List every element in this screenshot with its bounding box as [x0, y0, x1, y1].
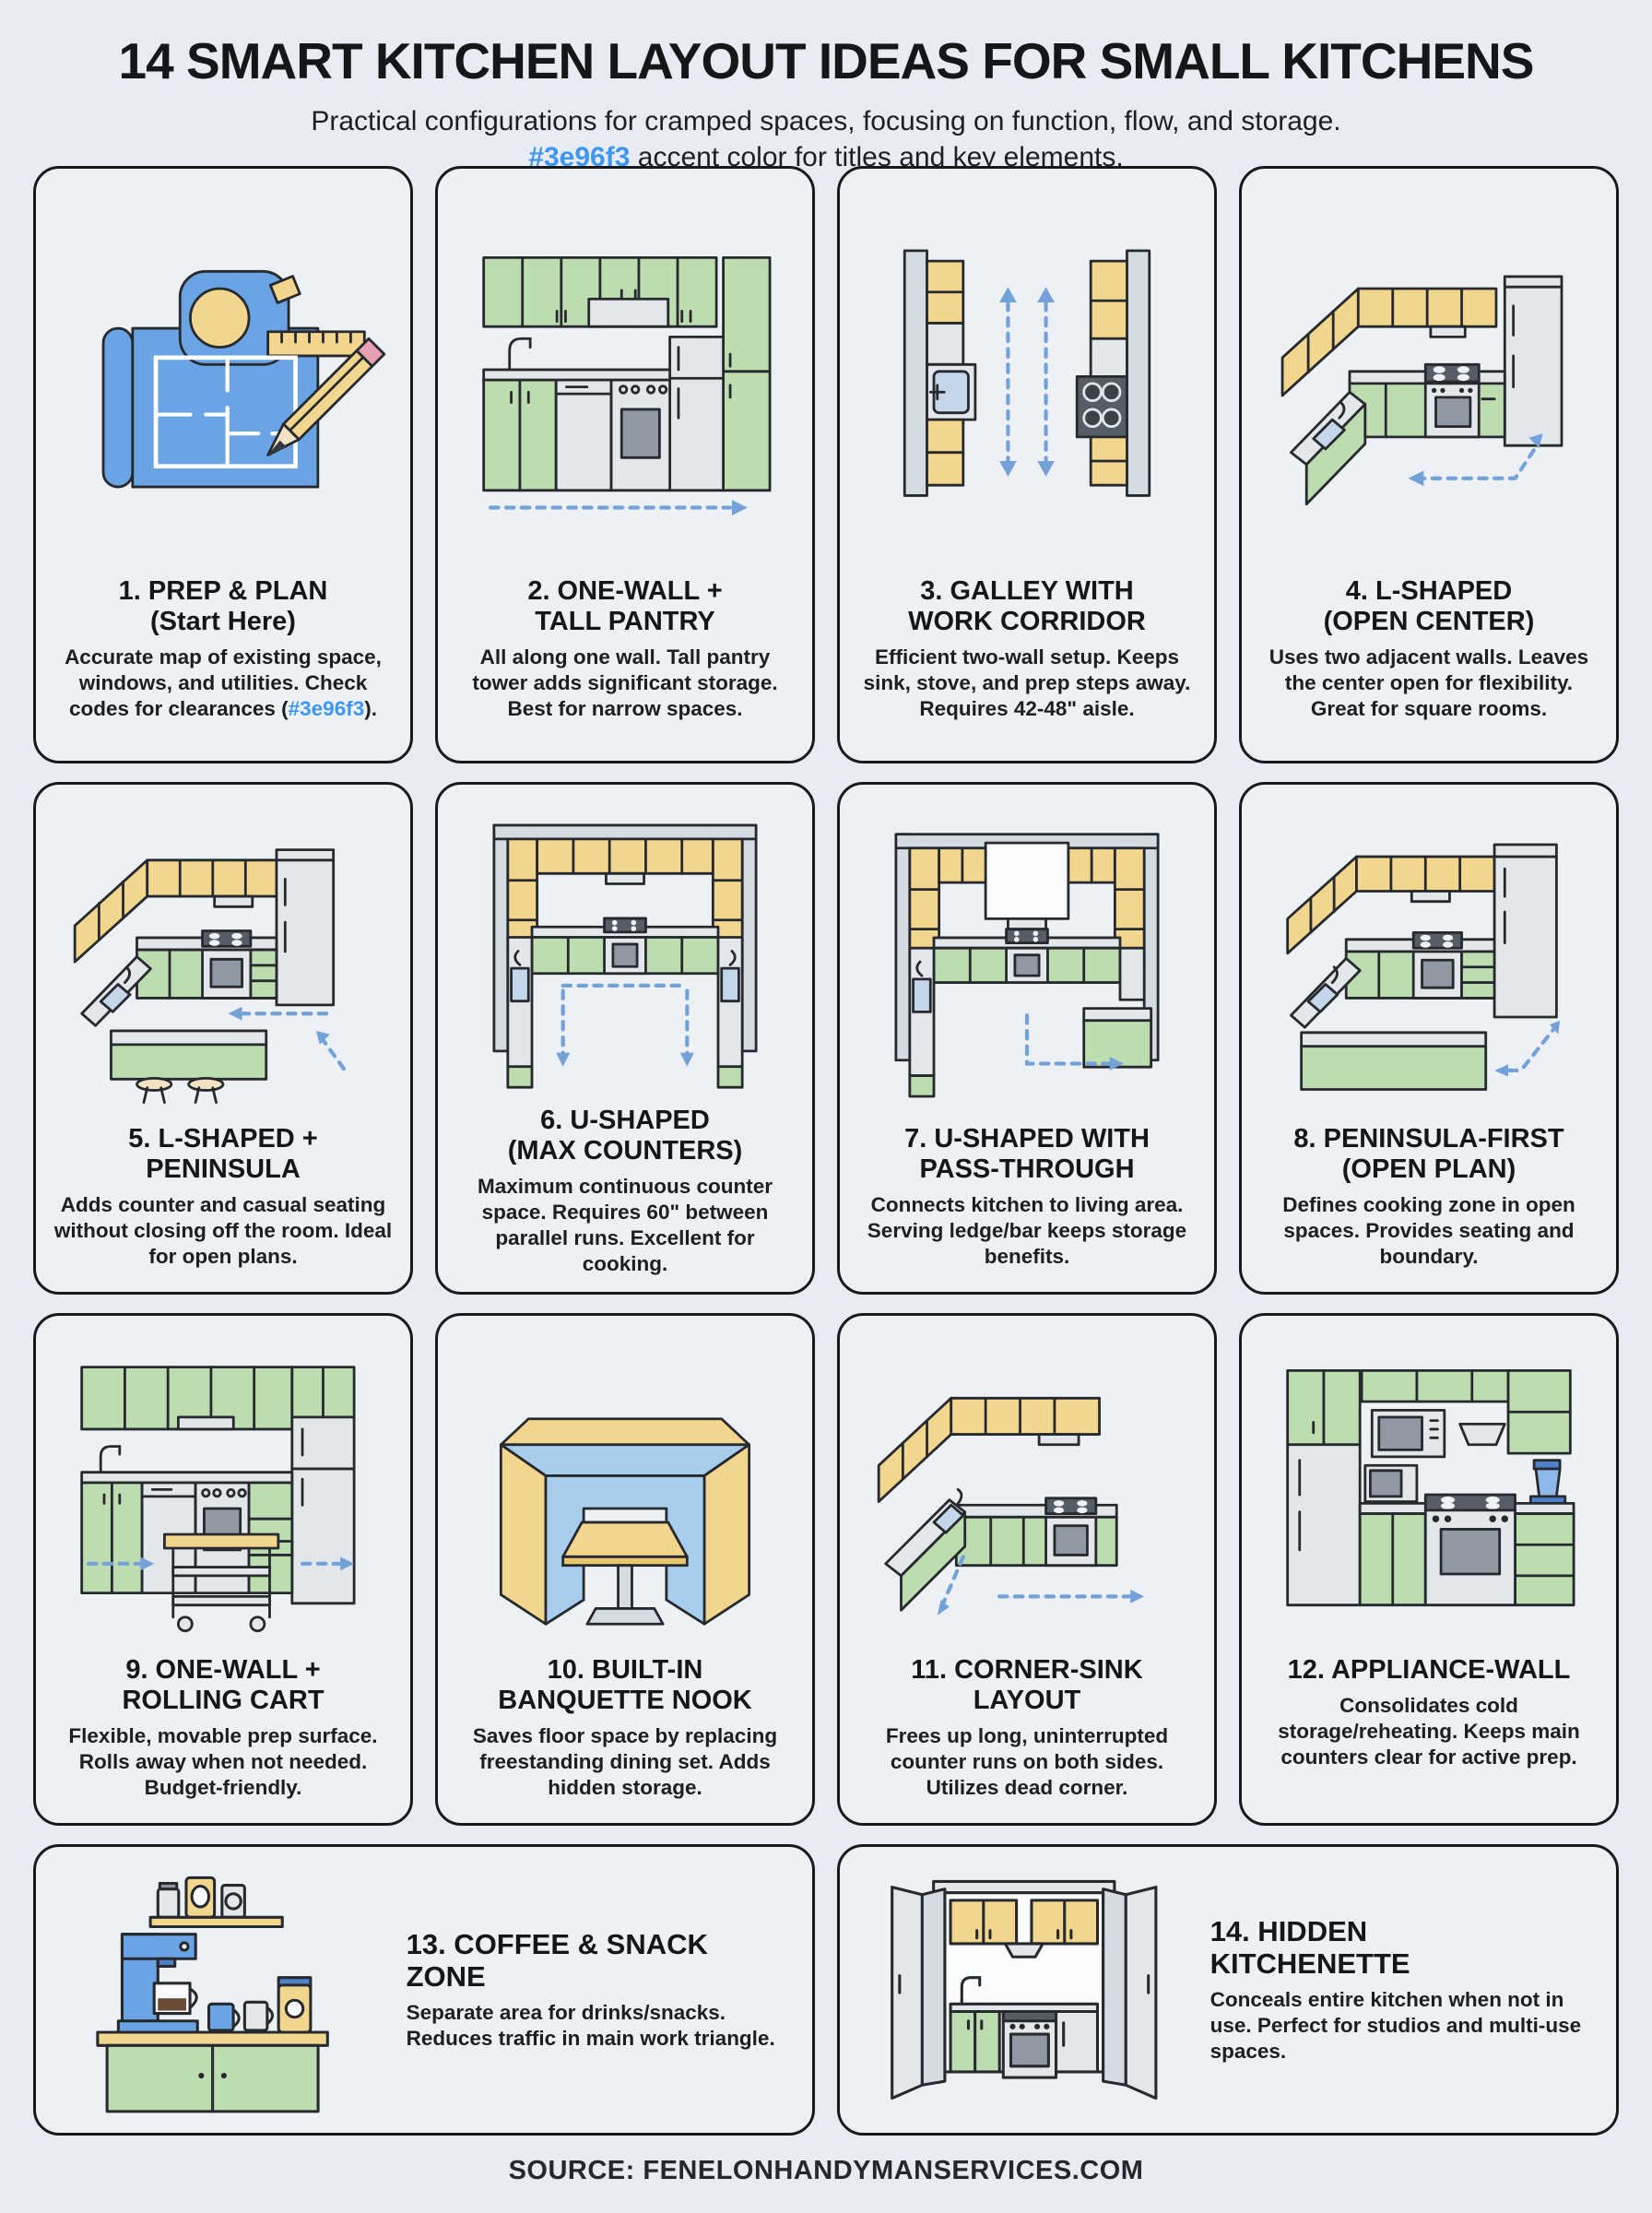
card-body: Maximum continuous counter space. Requir… — [477, 1175, 773, 1276]
card-hidden-kitchenette: 14. HIDDEN KITCHENETTE Conceals entire k… — [837, 1844, 1619, 2136]
peninsula-first-illustration — [1257, 798, 1601, 1117]
card-title: 5. L-SHAPED + PENINSULA — [128, 1124, 318, 1185]
source-footer: SOURCE: FENELONHANDYMANSERVICES.COM — [508, 2156, 1144, 2185]
card-title: 11. CORNER-SINK LAYOUT — [911, 1655, 1143, 1716]
card-corner-sink: 11. CORNER-SINK LAYOUT Frees up long, un… — [837, 1313, 1217, 1826]
card-l-shaped-open: 4. L-SHAPED (OPEN CENTER) Uses two adjac… — [1239, 166, 1619, 763]
card-rolling-cart: 9. ONE-WALL + ROLLING CART Flexible, mov… — [33, 1313, 413, 1826]
card-title: 9. ONE-WALL + ROLLING CART — [122, 1655, 324, 1716]
card-title: 8. PENINSULA-FIRST (OPEN PLAN) — [1293, 1124, 1564, 1185]
card-body: Uses two adjacent walls. Leaves the cent… — [1268, 645, 1589, 720]
card-body: Adds counter and casual seating without … — [53, 1193, 393, 1268]
card-title: 3. GALLEY WITH WORK CORRIDOR — [908, 576, 1146, 637]
card-body: Saves floor space by replacing freestand… — [472, 1724, 778, 1799]
appliance-wall-illustration — [1257, 1329, 1601, 1648]
card-title: 7. U-SHAPED WITH PASS-THROUGH — [904, 1124, 1150, 1185]
card-title: 6. U-SHAPED (MAX COUNTERS) — [507, 1106, 743, 1166]
l-shaped-kitchen-illustration — [1257, 182, 1601, 569]
hidden-kitchenette-illustration — [864, 1863, 1185, 2117]
u-shaped-illustration — [453, 798, 797, 1098]
card-body: Connects kitchen to living area. Serving… — [867, 1193, 1187, 1268]
galley-kitchen-illustration — [855, 182, 1199, 569]
card-grid: 1. PREP & PLAN (Start Here) Accurate map… — [33, 166, 1619, 2136]
card-coffee-snack-zone: 13. COFFEE & SNACK ZONE Separate area fo… — [33, 1844, 815, 2136]
card-appliance-wall: 12. APPLIANCE-WALL Consolidates cold sto… — [1239, 1313, 1619, 1826]
card-body: Consolidates cold storage/reheating. Kee… — [1278, 1694, 1580, 1769]
card-title: 10. BUILT-IN BANQUETTE NOOK — [498, 1655, 752, 1716]
card-body: Accurate map of existing space, windows,… — [65, 645, 382, 720]
poster-header: 14 SMART KITCHEN LAYOUT IDEAS FOR SMALL … — [0, 0, 1652, 172]
card-galley-corridor: 3. GALLEY WITH WORK CORRIDOR Efficient t… — [837, 166, 1217, 763]
card-banquette-nook: 10. BUILT-IN BANQUETTE NOOK Saves floor … — [435, 1313, 815, 1826]
corner-sink-illustration — [855, 1329, 1199, 1648]
card-body: Separate area for drinks/snacks. Reduces… — [406, 2001, 775, 2051]
card-u-pass-through: 7. U-SHAPED WITH PASS-THROUGH Connects k… — [837, 782, 1217, 1295]
card-title: 1. PREP & PLAN (Start Here) — [118, 576, 328, 637]
banquette-nook-illustration — [453, 1329, 797, 1648]
card-title: 4. L-SHAPED (OPEN CENTER) — [1323, 576, 1535, 637]
card-prep-plan: 1. PREP & PLAN (Start Here) Accurate map… — [33, 166, 413, 763]
u-pass-through-illustration — [855, 798, 1199, 1117]
page-title: 14 SMART KITCHEN LAYOUT IDEAS FOR SMALL … — [118, 32, 1535, 89]
card-body: Frees up long, uninterrupted counter run… — [885, 1724, 1169, 1799]
card-one-wall-pantry: 2. ONE-WALL + TALL PANTRY All along one … — [435, 166, 815, 763]
card-l-peninsula: 5. L-SHAPED + PENINSULA Adds counter and… — [33, 782, 413, 1295]
coffee-station-illustration — [60, 1863, 381, 2117]
l-peninsula-illustration — [51, 798, 395, 1117]
card-title: 2. ONE-WALL + TALL PANTRY — [527, 576, 723, 637]
card-peninsula-first: 8. PENINSULA-FIRST (OPEN PLAN) Defines c… — [1239, 782, 1619, 1295]
rolling-cart-illustration — [51, 1329, 395, 1648]
card-title: 12. APPLIANCE-WALL — [1287, 1655, 1571, 1685]
card-body: Flexible, movable prep surface. Rolls aw… — [68, 1724, 378, 1799]
blueprint-pencil-illustration — [51, 182, 395, 569]
card-body: Defines cooking zone in open spaces. Pro… — [1282, 1193, 1575, 1268]
card-body: Conceals entire kitchen when not in use.… — [1210, 1988, 1582, 2064]
card-title: 14. HIDDEN KITCHENETTE — [1210, 1914, 1410, 1981]
card-title: 13. COFFEE & SNACK ZONE — [406, 1927, 708, 1994]
card-body: All along one wall. Tall pantry tower ad… — [472, 645, 778, 720]
card-body: Efficient two-wall setup. Keeps sink, st… — [863, 645, 1191, 720]
card-u-shaped: 6. U-SHAPED (MAX COUNTERS) Maximum conti… — [435, 782, 815, 1295]
subtitle-line1: Practical configurations for cramped spa… — [311, 106, 1341, 136]
one-wall-kitchen-illustration — [453, 182, 797, 569]
